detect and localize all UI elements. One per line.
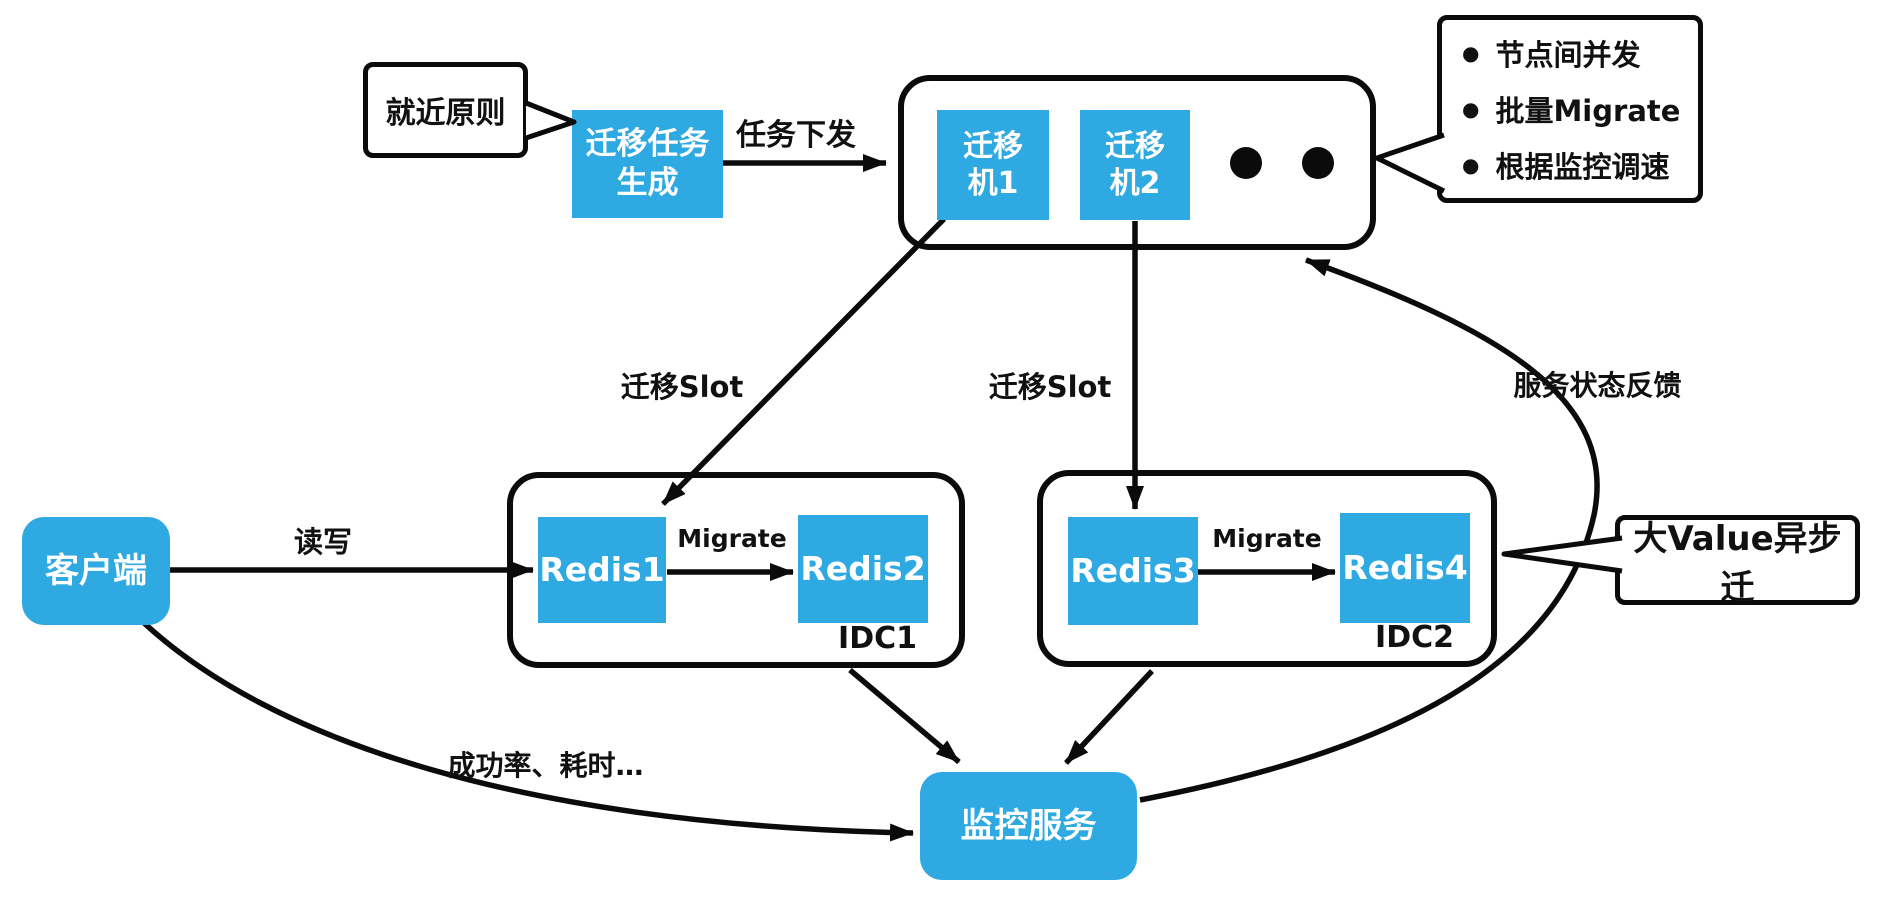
- status-feedback-label: 服务状态反馈: [1513, 369, 1682, 402]
- strategy-item: ● 根据监控调速: [1462, 144, 1669, 186]
- migrate-left-label: Migrate: [677, 524, 787, 553]
- migrator2-line1: 迁移: [1105, 128, 1165, 164]
- ellipsis-dot: [1302, 147, 1334, 179]
- strategy-item-text: 根据监控调速: [1495, 150, 1670, 184]
- client-label: 客户端: [45, 550, 147, 591]
- proximity-callout: 就近原则: [363, 62, 528, 158]
- task-dispatch-label: 任务下发: [736, 118, 856, 153]
- monitor-node: 监控服务: [920, 772, 1137, 880]
- big-value-callout-text: 大Value异步迁: [1633, 519, 1842, 608]
- arrow-idc1-to-monitor: [848, 667, 961, 765]
- idc2-label: IDC2: [1375, 620, 1454, 655]
- migrator-pool-frame: [898, 75, 1376, 250]
- redis2-node: Redis2: [798, 515, 928, 623]
- arrow-client-to-monitor: [141, 619, 914, 842]
- arrow-status-feedback: [1139, 257, 1600, 803]
- redis4-node: Redis4: [1340, 513, 1470, 623]
- migrator2-node: 迁移 机2: [1080, 110, 1190, 220]
- task-generator-line2: 生成: [616, 165, 679, 201]
- redis4-label: Redis4: [1342, 548, 1468, 588]
- bullet-icon: ●: [1462, 153, 1480, 177]
- idc1-label: IDC1: [838, 621, 917, 656]
- strategy-item: ● 节点间并发: [1462, 32, 1640, 74]
- redis3-node: Redis3: [1068, 517, 1198, 625]
- proximity-callout-text: 就近原则: [385, 96, 506, 131]
- migrator1-line1: 迁移: [963, 128, 1023, 164]
- task-generator-line1: 迁移任务: [585, 126, 710, 163]
- migrate-slot-left-label: 迁移Slot: [620, 370, 744, 404]
- strategy-callout: ● 节点间并发 ● 批量Migrate ● 根据监控调速: [1437, 15, 1703, 203]
- client-node: 客户端: [22, 517, 170, 625]
- migrator2-line2: 机2: [1109, 166, 1161, 201]
- redis1-label: Redis1: [539, 550, 665, 590]
- migrator1-node: 迁移 机1: [937, 110, 1049, 220]
- bullet-icon: ●: [1462, 41, 1480, 65]
- task-generator-node: 迁移任务 生成: [572, 110, 723, 218]
- migrate-slot-right-label: 迁移Slot: [988, 370, 1112, 404]
- ellipsis-dots: [1230, 147, 1334, 179]
- big-value-callout: 大Value异步迁: [1615, 515, 1860, 608]
- arrow-idc2-to-monitor: [1063, 669, 1155, 765]
- monitor-label: 监控服务: [960, 805, 1097, 846]
- idc2-frame: IDC2: [1037, 470, 1497, 667]
- redis1-node: Redis1: [538, 517, 666, 623]
- migrate-right-label: Migrate: [1212, 524, 1322, 553]
- read-write-label: 读写: [293, 525, 352, 559]
- redis2-label: Redis2: [800, 549, 926, 589]
- ellipsis-dot: [1230, 147, 1262, 179]
- strategy-item-text: 节点间并发: [1495, 38, 1641, 72]
- bullet-icon: ●: [1462, 97, 1480, 121]
- migrator1-line2: 机1: [967, 166, 1019, 201]
- strategy-item: ● 批量Migrate: [1462, 88, 1680, 130]
- arrow-migrate-slot-left: [661, 217, 946, 506]
- strategy-item-text: 批量Migrate: [1495, 94, 1681, 128]
- redis3-label: Redis3: [1070, 551, 1196, 591]
- metrics-label: 成功率、耗时…: [447, 749, 644, 782]
